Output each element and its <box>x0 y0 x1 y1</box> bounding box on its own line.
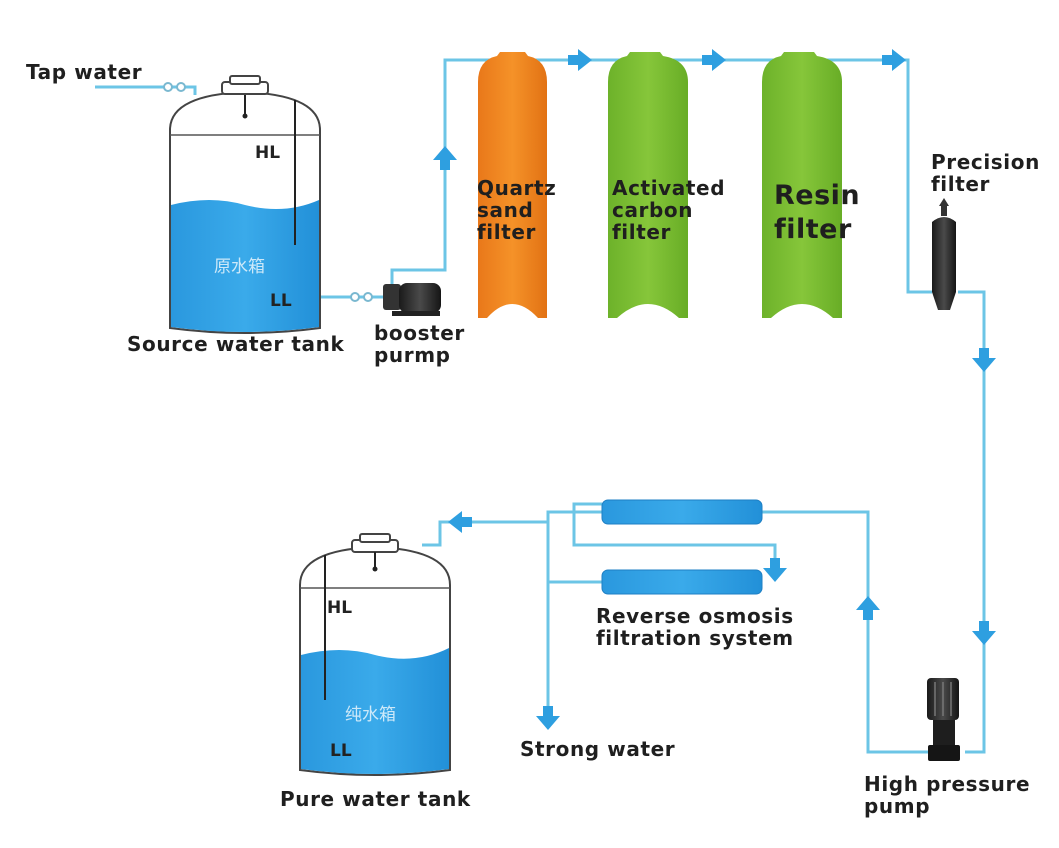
arrow-right-icon <box>702 49 726 71</box>
resin-filter-vessel <box>762 52 842 318</box>
ro-system-label: Reverse osmosis filtration system <box>596 604 794 650</box>
pure-tank-label: Pure water tank <box>280 787 471 811</box>
ro-loop-pipe <box>572 502 777 570</box>
source-hl-mark: HL <box>255 143 281 163</box>
pure-ll-mark: LL <box>330 741 352 761</box>
arrow-down-icon <box>763 558 787 582</box>
ro-membrane-bottom <box>601 569 763 595</box>
tap-valve-icon <box>163 82 186 92</box>
pure-water-tank <box>299 533 451 776</box>
hp-to-ro-pipe <box>762 510 935 754</box>
quartz-filter-label: Quartz sand filter <box>477 176 557 244</box>
precision-filter-label: Precision filter <box>931 150 1040 196</box>
source-tank-label: Source water tank <box>127 332 345 356</box>
strong-water-label: Strong water <box>520 737 676 761</box>
high-pressure-pump-label: High pressure pump <box>864 772 1031 818</box>
arrow-left-icon <box>448 511 472 533</box>
arrow-up-icon <box>433 146 457 170</box>
flow-arrows <box>433 49 996 730</box>
arrow-right-icon <box>568 49 592 71</box>
quartz-sand-filter-vessel <box>478 52 547 318</box>
strong-water-pipe <box>546 580 602 712</box>
arrow-down-icon <box>536 706 560 730</box>
carbon-filter-label: Activated carbon filter <box>612 176 726 244</box>
activated-carbon-filter-vessel <box>608 52 688 318</box>
tap-water-label: Tap water <box>26 60 143 84</box>
arrow-down-icon <box>972 621 996 645</box>
booster-pump <box>350 283 441 316</box>
source-water-tank <box>169 75 321 334</box>
pipes <box>95 58 986 754</box>
source-tank-chinese-mark: 原水箱 <box>214 257 265 277</box>
arrow-up-icon <box>856 596 880 620</box>
arrow-right-icon <box>882 49 906 71</box>
pure-hl-mark: HL <box>327 598 353 618</box>
tap-water-pipe <box>95 85 197 95</box>
resin-filter-label: Resin filter <box>774 180 861 245</box>
precision-down-pipe <box>958 290 986 754</box>
arrow-down-icon <box>972 348 996 372</box>
ro-membrane-top <box>601 499 763 525</box>
booster-riser-pipe <box>390 58 932 294</box>
booster-pump-label: booster purmp <box>374 321 465 367</box>
pure-tank-chinese-mark: 纯水箱 <box>345 705 396 725</box>
ro-product-pipe <box>422 510 602 547</box>
precision-filter-vessel <box>932 198 956 310</box>
high-pressure-pump <box>927 678 960 761</box>
source-ll-mark: LL <box>270 291 292 311</box>
